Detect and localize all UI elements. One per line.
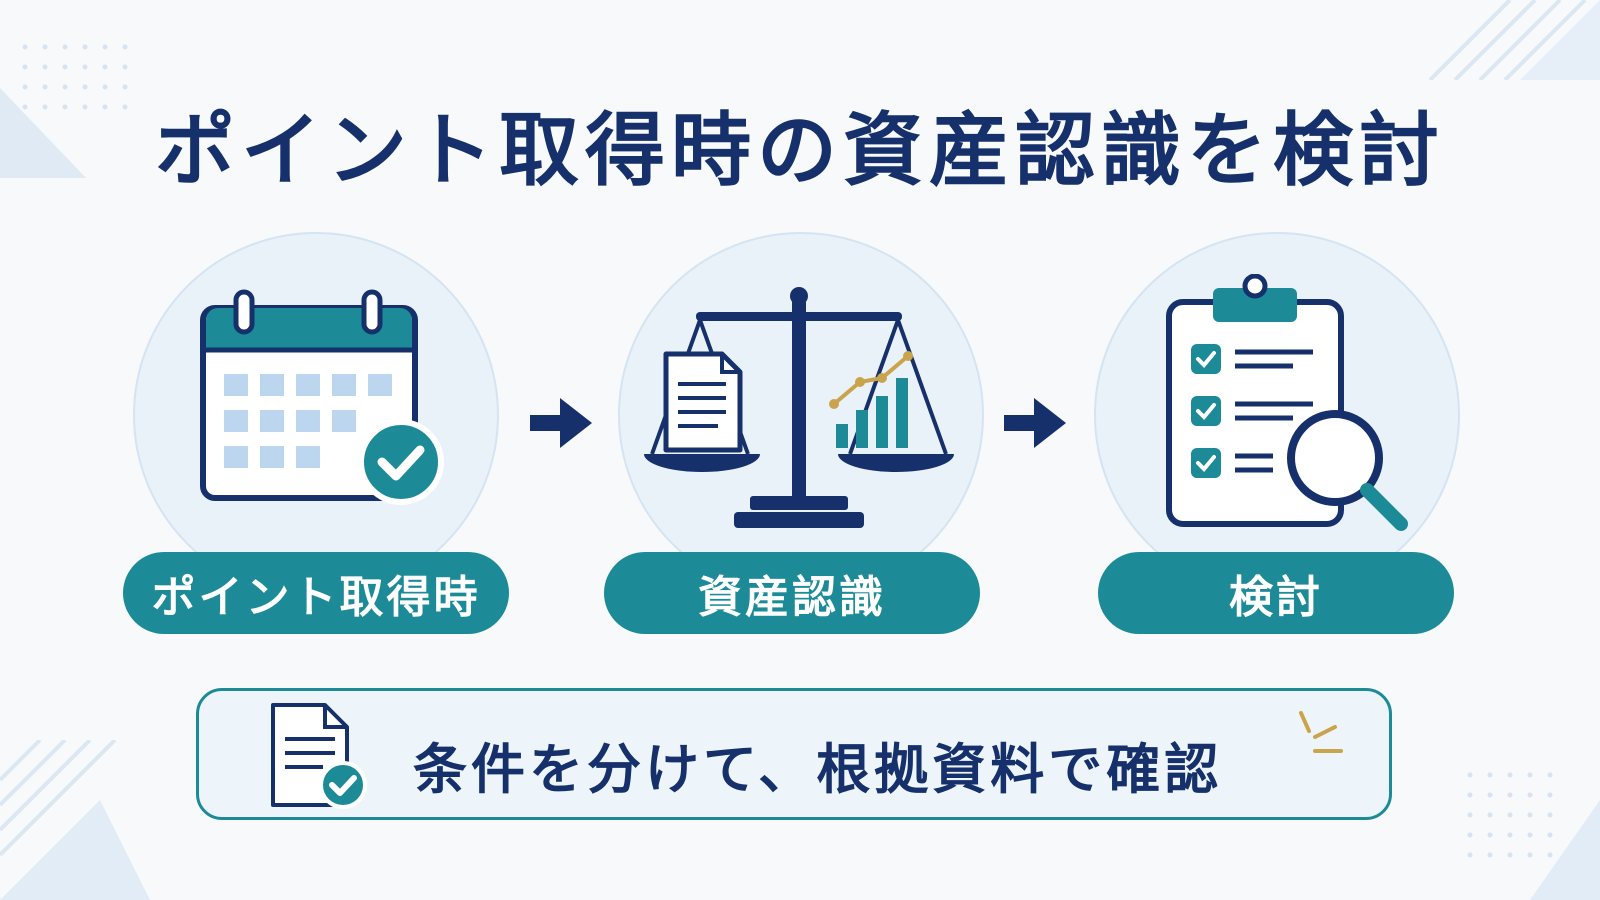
page-title: ポイント取得時の資産認識を検討 <box>155 104 1445 197</box>
balance-scale-icon <box>644 287 954 528</box>
arrow-right-icon <box>1004 398 1066 448</box>
dot-grid-decoration <box>1467 772 1553 858</box>
clipboard-checklist-magnifier-icon <box>1166 274 1408 531</box>
stripe-decoration <box>0 740 150 900</box>
note-box: 条件を分けて、根拠資料で確認 <box>196 688 1392 820</box>
sparkle-icon <box>1299 711 1343 753</box>
step-label-point-acquisition: ポイント取得時 <box>123 552 509 634</box>
arrow-right-icon <box>530 398 592 448</box>
note-text: 条件を分けて、根拠資料で確認 <box>413 738 1223 801</box>
dot-grid-decoration <box>22 44 128 110</box>
step-label-asset-recognition: 資産認識 <box>604 552 980 634</box>
triangle-decoration <box>1530 800 1600 900</box>
calendar-check-icon <box>200 289 444 505</box>
triangle-decoration <box>0 88 86 178</box>
step-label-review: 検討 <box>1098 552 1454 634</box>
document-check-icon <box>271 703 367 809</box>
stripe-decoration <box>1428 0 1600 80</box>
